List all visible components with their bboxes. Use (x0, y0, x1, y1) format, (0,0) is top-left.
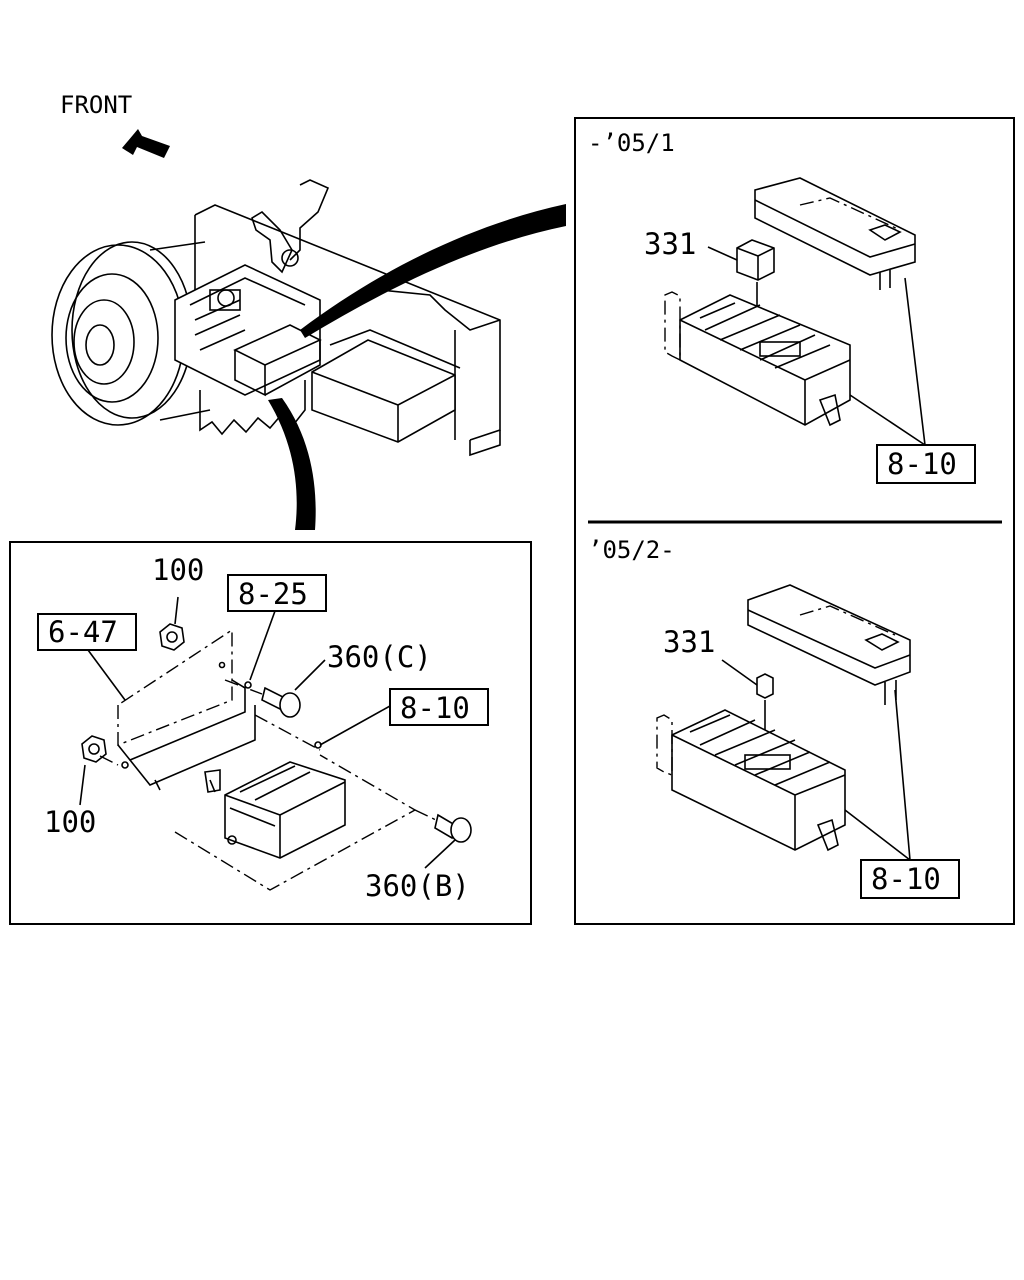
relay-bottom-label: 331 (663, 625, 715, 659)
bracket-label-box (37, 613, 137, 651)
nut-upper (159, 596, 185, 651)
fuse-box-bottom-label: 8-10 (871, 862, 941, 896)
panel-frame-left (9, 541, 532, 925)
vehicle-overview-illustration (51, 179, 566, 530)
arrow-left-up-icon (122, 129, 170, 158)
front-label: FRONT (60, 91, 132, 119)
bolt-b (414, 809, 472, 843)
bracket (117, 628, 256, 793)
variant-bottom-period: ’05/2- (588, 536, 675, 564)
leader-band-upper (300, 204, 566, 338)
fuse-box-bottom-label-box (860, 859, 960, 899)
fuse-box-detail-label: 8-10 (400, 691, 470, 725)
nut-upper-label: 100 (152, 553, 204, 587)
panel-frame-right (574, 117, 1015, 925)
fuse-box-top-label: 8-10 (887, 447, 957, 481)
leader-band-lower (268, 398, 316, 530)
variant-top-period: -’05/1 (588, 129, 675, 157)
fuse-box-cover-bottom (747, 584, 911, 705)
bolt-c (224, 679, 301, 718)
front-indicator: FRONT (60, 91, 170, 158)
bracket-label: 6-47 (48, 615, 118, 649)
fuse-box-detail (174, 714, 417, 891)
fuse-box-bottom (656, 709, 846, 852)
fuse-box-cover-top (754, 177, 916, 290)
harness-label-box (227, 574, 327, 612)
relay-top-label: 331 (644, 227, 696, 261)
bolt-c-label: 360(C) (327, 640, 432, 674)
panel-variant-top: -’05/1 331 8-10 (574, 117, 1015, 925)
nut-lower-label: 100 (44, 805, 96, 839)
panel-mounting-detail: 100 6-47 8-25 360(C) (9, 541, 532, 925)
bolt-b-label: 360(B) (365, 869, 470, 903)
fuse-box-detail-label-box (389, 688, 489, 726)
fuse-box-top-label-box (876, 444, 976, 484)
fuse-box-top (664, 291, 851, 427)
nut-lower (81, 735, 119, 766)
harness-label: 8-25 (238, 577, 308, 611)
